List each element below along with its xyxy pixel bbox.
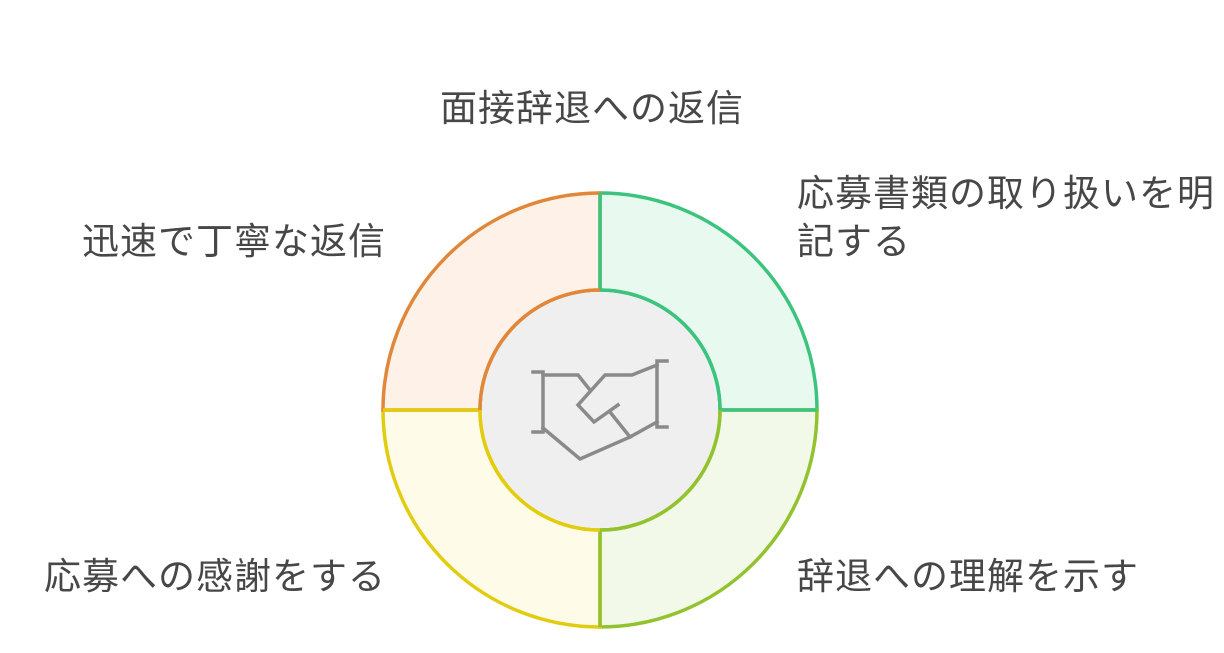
label-document-handling: 応募書類の取り扱いを明記する (797, 172, 1215, 263)
center-circle (482, 292, 718, 528)
label-thank-for-application: 応募への感謝をする (44, 555, 386, 598)
label-show-understanding: 辞退への理解を示す (797, 555, 1139, 598)
label-prompt-polite-reply: 迅速で丁寧な返信 (82, 220, 386, 263)
handshake-icon (531, 359, 669, 462)
diagram-title: 面接辞退への返信 (440, 87, 744, 130)
